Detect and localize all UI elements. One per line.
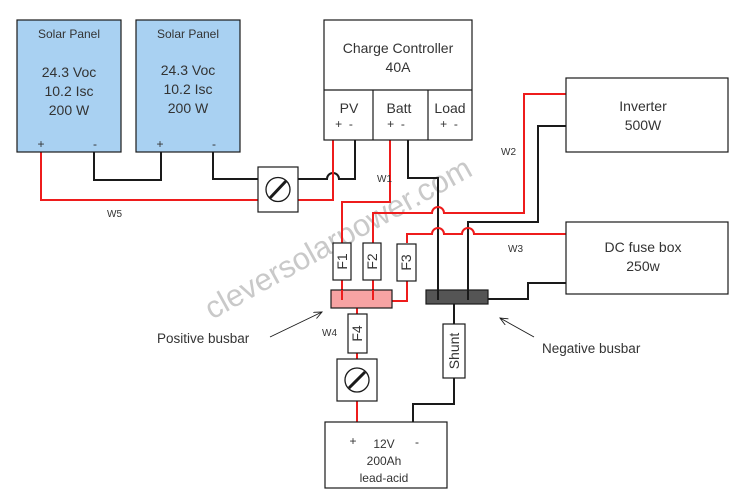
panel-1-plus: + [37, 137, 44, 151]
battery: + - 12V 200Ah lead-acid [324, 421, 448, 489]
battery-capacity: 200Ah [367, 454, 402, 468]
panel-1-minus: - [93, 137, 97, 151]
wire-f3-busbar [390, 280, 408, 302]
wire-batt-negative [407, 140, 439, 298]
port-batt-label: Batt [387, 100, 412, 116]
wire-label-w1: W1 [377, 174, 392, 185]
wire-w1-batt-positive [341, 140, 391, 243]
negative-busbar-studs [437, 290, 469, 300]
positive-busbar-arrow [269, 312, 322, 338]
wire-label-w4: W4 [322, 328, 337, 339]
negative-busbar [425, 289, 489, 305]
fuse-f2-label: F2 [364, 253, 380, 270]
positive-busbar-studs [341, 290, 374, 300]
fuse-box-title: DC fuse box [604, 239, 681, 255]
panel-2-plus: + [156, 137, 163, 151]
panel-2-minus: - [212, 137, 216, 151]
solar-panel-1: Solar Panel 24.3 Voc 10.2 Isc 200 W + - [16, 19, 122, 153]
wire-label-w5: W5 [107, 209, 122, 220]
shunt: Shunt [442, 323, 466, 379]
inverter: Inverter 500W [565, 77, 729, 153]
charge-controller: Charge Controller 40A PV + - Batt + - Lo… [323, 19, 473, 141]
panel-1-voc: 24.3 Voc [42, 64, 97, 80]
port-batt-terminals: + - [387, 117, 405, 131]
panel-2-isc: 10.2 Isc [163, 81, 212, 97]
wire-w3-fusebox-positive [406, 227, 566, 243]
controller-rating: 40A [386, 59, 412, 75]
shunt-label: Shunt [446, 333, 462, 370]
positive-busbar-label: Positive busbar [157, 331, 250, 346]
panel-2-power: 200 W [168, 100, 209, 116]
inverter-title: Inverter [619, 98, 667, 114]
inverter-rating: 500W [625, 117, 662, 133]
wire-pv-negative-to-controller [298, 140, 356, 180]
port-pv-terminals: + - [335, 117, 353, 131]
wire-fusebox-negative [488, 282, 566, 300]
negative-busbar-label: Negative busbar [542, 341, 641, 356]
panel-1-isc: 10.2 Isc [44, 83, 93, 99]
fuse-f1: F1 [332, 242, 352, 281]
panel-1-title: Solar Panel [38, 27, 100, 41]
port-load-label: Load [434, 100, 465, 116]
port-pv-label: PV [340, 100, 359, 116]
controller-title: Charge Controller [343, 40, 454, 56]
breaker-icon [344, 367, 370, 393]
port-load-terminals: + - [440, 117, 458, 131]
wire-shunt-battery [412, 378, 455, 423]
battery-chemistry: lead-acid [360, 471, 409, 485]
fuse-f4-label: F4 [349, 325, 365, 342]
panel-1-power: 200 W [49, 102, 90, 118]
breaker-icon [265, 176, 291, 203]
pv-breaker [257, 166, 299, 213]
battery-plus: + [349, 434, 356, 448]
fuse-f3-label: F3 [398, 254, 414, 271]
wire-label-w2: W2 [501, 147, 516, 158]
panel-2-voc: 24.3 Voc [161, 62, 216, 78]
fuse-f1-label: F1 [334, 253, 350, 270]
wire-inverter-negative [467, 125, 566, 298]
fuse-f3: F3 [396, 243, 417, 282]
panel-2-title: Solar Panel [157, 27, 219, 41]
fuse-f4: F4 [347, 313, 368, 354]
fuse-box-rating: 250w [626, 258, 660, 274]
battery-breaker [336, 358, 378, 402]
wire-w2-inverter-positive [372, 93, 566, 243]
wire-series-link [93, 152, 162, 181]
solar-panel-2: Solar Panel 24.3 Voc 10.2 Isc 200 W + - [135, 19, 241, 153]
battery-minus: - [415, 435, 419, 449]
wire-label-w3: W3 [508, 244, 523, 255]
fuse-f2: F2 [362, 242, 382, 281]
negative-busbar-arrow [500, 318, 535, 338]
wire-pv-negative-to-breaker [212, 152, 258, 180]
dc-fuse-box: DC fuse box 250w [565, 221, 729, 295]
wire-pv-positive-to-controller [298, 140, 334, 201]
wire-w5-positive [40, 152, 258, 201]
positive-busbar [330, 289, 393, 309]
battery-voltage: 12V [373, 437, 394, 451]
